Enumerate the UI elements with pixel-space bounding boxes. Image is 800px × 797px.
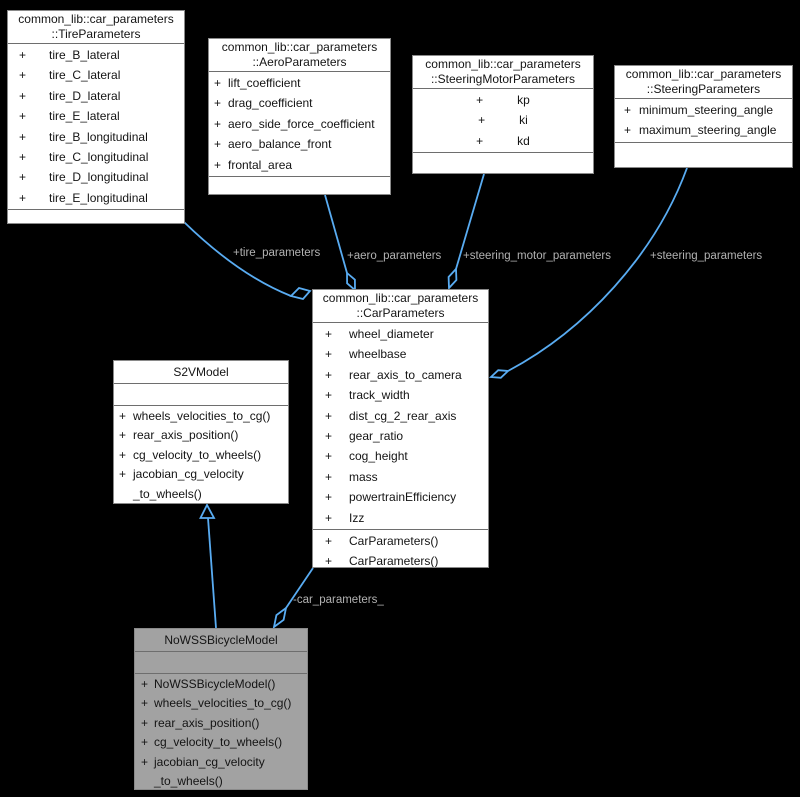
edge-tire-to-car — [183, 221, 292, 297]
class-title: common_lib::car_parameters ::TireParamet… — [8, 11, 184, 44]
edge-nowss-to-s2v — [207, 517, 217, 629]
methods-section: +NoWSSBicycleModel() +wheels_velocities_t… — [135, 673, 307, 789]
member-row: +cg_velocity_to_wheels() — [119, 447, 262, 462]
class-box-tire-parameters[interactable]: common_lib::car_parameters ::TireParamet… — [7, 10, 185, 224]
member-row: +gear_ratio — [325, 429, 404, 444]
aggregation-diamond-steering-motor — [447, 266, 458, 291]
methods-section — [209, 176, 390, 194]
member-row: +ki — [478, 113, 528, 128]
member-row: +kp — [476, 93, 530, 107]
member-row: +wheelbase — [325, 347, 407, 362]
member-row: +mass — [325, 469, 378, 484]
member-row: +aero_side_force_coefficient — [214, 116, 375, 131]
member-row: +CarParameters() — [325, 534, 439, 549]
methods-section — [413, 152, 593, 173]
member-row: +jacobian_cg_velocity _to_wheels() — [119, 467, 244, 501]
member-row: +rear_axis_to_camera — [325, 367, 462, 382]
class-title: common_lib::car_parameters ::SteeringPar… — [615, 66, 792, 99]
member-row: +drag_coefficient — [214, 96, 313, 111]
member-row: +tire_E_longitudinal — [19, 190, 148, 205]
edge-steering-to-car — [507, 167, 688, 372]
member-row: +wheels_velocities_to_cg() — [141, 696, 292, 711]
class-box-steering-motor-parameters[interactable]: common_lib::car_parameters ::SteeringMot… — [412, 55, 594, 174]
edge-steering-motor-to-car — [455, 173, 485, 270]
attributes-section: +lift_coefficient +drag_coefficient +aero_… — [209, 72, 390, 176]
member-row: +rear_axis_position() — [119, 428, 239, 443]
member-row: +frontal_area — [214, 157, 293, 172]
member-row: +wheels_velocities_to_cg() — [119, 409, 271, 423]
member-row: +maximum_steering_angle — [624, 123, 777, 138]
member-row: +CarParameters() — [325, 554, 439, 568]
member-row: +tire_C_lateral — [19, 68, 121, 83]
class-title: common_lib::car_parameters ::CarParamete… — [313, 290, 488, 323]
member-row: +lift_coefficient — [214, 76, 301, 90]
class-title: NoWSSBicycleModel — [135, 629, 307, 652]
member-row: +wheel_diameter — [325, 327, 434, 341]
methods-section: +wheels_velocities_to_cg() +rear_axis_pos… — [114, 405, 288, 503]
attributes-section — [114, 384, 288, 405]
class-box-s2v-model[interactable]: S2VModel +wheels_velocities_to_cg() +rear… — [113, 360, 289, 504]
edge-label-steering-parameters: +steering_parameters — [650, 250, 763, 262]
attributes-section: +tire_B_lateral +tire_C_lateral +tire_D_la… — [8, 44, 184, 209]
member-row: +NoWSSBicycleModel() — [141, 677, 276, 691]
member-row: +kd — [476, 133, 530, 148]
member-row: +cog_height — [325, 449, 408, 464]
member-row: +aero_balance_front — [214, 137, 332, 152]
methods-section: +CarParameters() +CarParameters() — [313, 529, 488, 568]
edge-aero-to-car — [324, 194, 348, 274]
member-row: +tire_D_longitudinal — [19, 170, 149, 185]
member-row: +rear_axis_position() — [141, 715, 260, 730]
member-row: +cg_velocity_to_wheels() — [141, 735, 283, 750]
class-box-aero-parameters[interactable]: common_lib::car_parameters ::AeroParamet… — [208, 38, 391, 195]
methods-section — [615, 141, 792, 167]
class-box-car-parameters[interactable]: common_lib::car_parameters ::CarParamete… — [312, 289, 489, 568]
member-row: +tire_B_longitudinal — [19, 129, 148, 144]
aggregation-diamond-aero — [346, 271, 356, 292]
member-row: +dist_cg_2_rear_axis — [325, 408, 457, 423]
methods-section — [8, 209, 184, 223]
edge-label-aero-parameters: +aero_parameters — [347, 250, 442, 262]
class-box-nowss-bicycle-model[interactable]: NoWSSBicycleModel +NoWSSBicycleModel() +w… — [134, 628, 308, 790]
member-row: +track_width — [325, 388, 410, 403]
inheritance-arrowhead — [199, 503, 216, 519]
aggregation-diamond-car-parameters — [272, 605, 288, 630]
attributes-section: +kp +ki +kd — [413, 89, 593, 152]
class-box-steering-parameters[interactable]: common_lib::car_parameters ::SteeringPar… — [614, 65, 793, 168]
edge-label-tire-parameters: +tire_parameters — [233, 247, 321, 259]
attributes-section: +minimum_steering_angle +maximum_steering… — [615, 99, 792, 142]
class-title: common_lib::car_parameters ::SteeringMot… — [413, 56, 593, 89]
attributes-section: +wheel_diameter +wheelbase +rear_axis_to_c… — [313, 323, 488, 529]
edge-label-steering-motor-parameters: +steering_motor_parameters — [463, 250, 611, 262]
member-row: +Izz — [325, 510, 365, 525]
member-row: +tire_C_longitudinal — [19, 150, 149, 165]
edge-car-to-nowss — [285, 567, 314, 609]
aggregation-diamond-steering — [488, 369, 511, 379]
member-row: +tire_D_lateral — [19, 88, 121, 103]
edge-label-car-parameters: -car_parameters_ — [293, 594, 384, 606]
aggregation-diamond-tire — [289, 286, 312, 301]
member-row: +jacobian_cg_velocity _to_wheels() — [141, 754, 265, 789]
member-row: +tire_E_lateral — [19, 109, 120, 124]
member-row: +tire_B_lateral — [19, 48, 120, 62]
class-title: common_lib::car_parameters ::AeroParamet… — [209, 39, 390, 72]
member-row: +powertrainEfficiency — [325, 490, 457, 505]
class-title: S2VModel — [114, 361, 288, 384]
attributes-section — [135, 652, 307, 673]
member-row: +minimum_steering_angle — [624, 103, 774, 117]
